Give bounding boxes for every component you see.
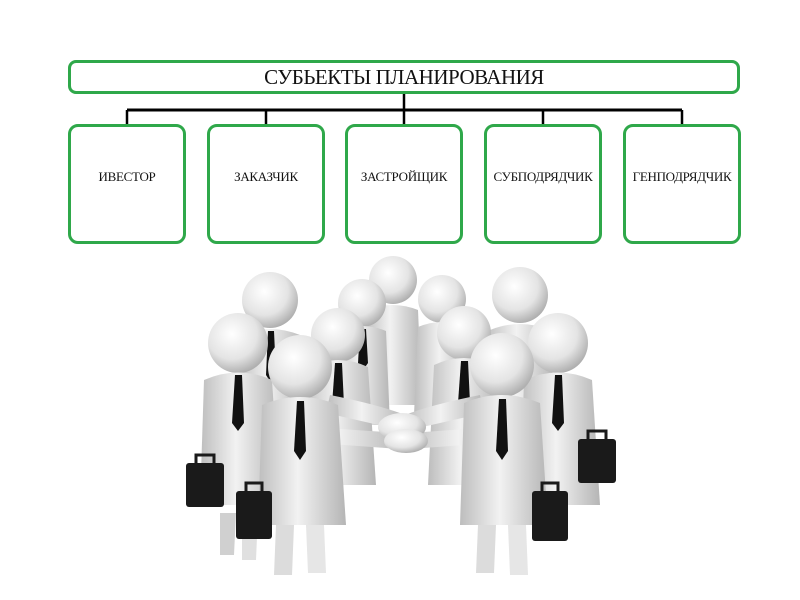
investor-box: ИВЕСТОР: [68, 124, 186, 244]
briefcase-icon: [236, 481, 272, 539]
briefcase-icon: [186, 453, 224, 507]
connector-lines: [125, 94, 684, 124]
briefcase-icon: [532, 481, 568, 541]
root-box: СУБЬЕКТЫ ПЛАНИРОВАНИЯ: [68, 60, 740, 94]
customer-box: ЗАКАЗЧИК: [207, 124, 325, 244]
briefcase-icon: [578, 429, 616, 483]
team-hands-together-icon: [186, 256, 616, 575]
subcontractor-box: СУБПОДРЯДЧИК: [484, 124, 602, 244]
subcontractor-label: СУБПОДРЯДЧИК: [493, 169, 593, 184]
general-contractor-box: ГЕНПОДРЯДЧИК: [623, 124, 741, 244]
general-contractor-label: ГЕНПОДРЯДЧИК: [632, 169, 732, 184]
investor-label: ИВЕСТОР: [98, 169, 156, 184]
developer-box: ЗАСТРОЙЩИК: [345, 124, 463, 244]
root-label: СУБЬЕКТЫ ПЛАНИРОВАНИЯ: [264, 64, 544, 89]
developer-label: ЗАСТРОЙЩИК: [360, 169, 448, 184]
figure-front: [460, 333, 548, 575]
customer-label: ЗАКАЗЧИК: [234, 169, 298, 184]
figure-front: [258, 335, 346, 575]
